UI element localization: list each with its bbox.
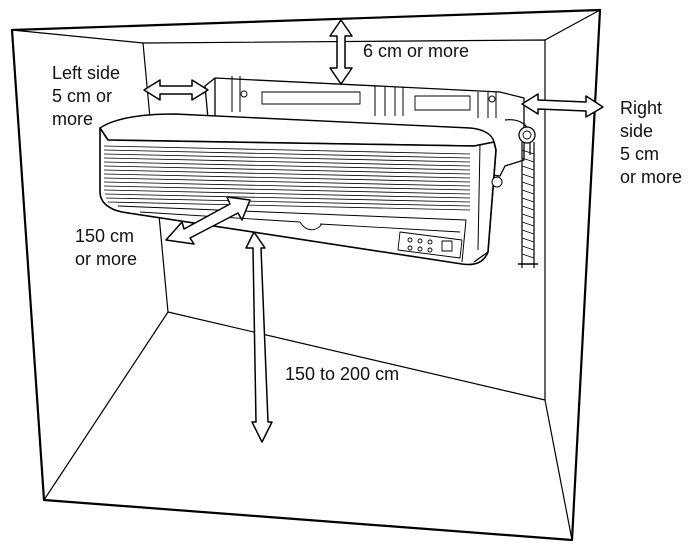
top-clearance-label: 6 cm or more	[363, 41, 470, 61]
right-clearance-line-3: 5 cm	[620, 144, 660, 164]
top-clearance-arrow	[329, 19, 353, 85]
room-edge-bottom-left	[43, 311, 169, 501]
indoor-unit	[99, 113, 503, 266]
left-clearance-line-2: 5 cm or	[52, 86, 113, 106]
right-clearance-line-4: or more	[620, 167, 683, 187]
left-clearance-line-1: Left side	[52, 63, 121, 83]
front-clearance-arrow	[165, 196, 251, 245]
right-clearance-line-1: Right	[620, 98, 663, 118]
floor-height-arrow	[245, 231, 273, 443]
front-clearance-label: 150 cm or more	[75, 225, 137, 271]
left-clearance-label: Left side 5 cm or more	[52, 62, 120, 131]
right-clearance-arrow	[521, 93, 604, 118]
unit-grille	[103, 145, 471, 211]
right-clearance-label: Right side 5 cm or more	[620, 97, 682, 189]
front-clearance-line-1: 150 cm	[75, 226, 135, 246]
right-clearance-line-2: side	[620, 121, 654, 141]
clearance-arrows	[143, 19, 604, 443]
front-clearance-line-2: or more	[75, 249, 138, 269]
left-clearance-arrow	[143, 79, 209, 101]
room-edge-top-right	[544, 9, 601, 41]
floor-height-label: 150 to 200 cm	[285, 364, 400, 384]
room-edge-top-left	[11, 29, 144, 44]
left-clearance-line-3: more	[52, 109, 94, 129]
room-outline	[10, 8, 602, 542]
room-edge-bottom-right	[544, 399, 573, 541]
drain-pipe	[518, 142, 538, 268]
unit-control-panel	[397, 231, 463, 259]
